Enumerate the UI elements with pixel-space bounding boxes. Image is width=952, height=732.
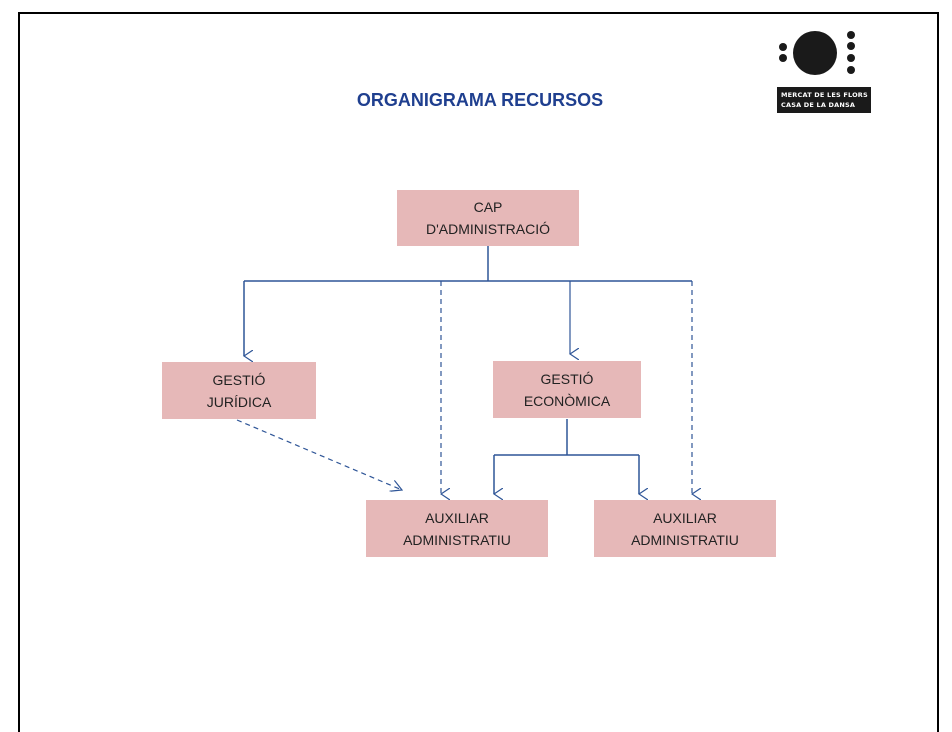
- logo-banner: MERCAT DE LES FLORS CASA DE LA DANSA: [777, 87, 871, 113]
- node-juridica-line2: JURÍDICA: [206, 393, 272, 410]
- logo-dots-icon: [779, 31, 855, 75]
- page-title: ORGANIGRAMA RECURSOS: [356, 90, 604, 110]
- node-auxiliar-administratiu-1: AUXILIAR ADMINISTRATIU: [366, 500, 548, 557]
- node-auxiliar2-line1: AUXILIAR: [653, 509, 717, 526]
- node-economica-line2: ECONÒMICA: [523, 392, 611, 409]
- node-juridica-line1: GESTIÓ: [212, 371, 266, 388]
- node-auxiliar2-line2: ADMINISTRATIU: [631, 531, 739, 548]
- node-cap-administracio: CAP D'ADMINISTRACIÓ: [397, 190, 579, 246]
- mercat-de-les-flors-logo: MERCAT DE LES FLORS CASA DE LA DANSA: [777, 27, 871, 115]
- node-cap-line2: D'ADMINISTRACIÓ: [425, 221, 550, 237]
- logo-text-line2: CASA DE LA DANSA: [781, 101, 856, 109]
- node-cap-line1: CAP: [473, 199, 503, 215]
- dashed-arrow-juridica-to-auxiliar-1: [236, 419, 402, 490]
- node-auxiliar1-line1: AUXILIAR: [425, 509, 489, 526]
- node-gestio-economica: GESTIÓ ECONÒMICA: [493, 361, 641, 418]
- logo-text-line1: MERCAT DE LES FLORS: [781, 91, 868, 99]
- node-economica-line1: GESTIÓ: [540, 370, 594, 387]
- node-auxiliar-administratiu-2: AUXILIAR ADMINISTRATIU: [594, 500, 776, 557]
- node-gestio-juridica: GESTIÓ JURÍDICA: [162, 362, 316, 419]
- node-auxiliar1-line2: ADMINISTRATIU: [403, 531, 511, 548]
